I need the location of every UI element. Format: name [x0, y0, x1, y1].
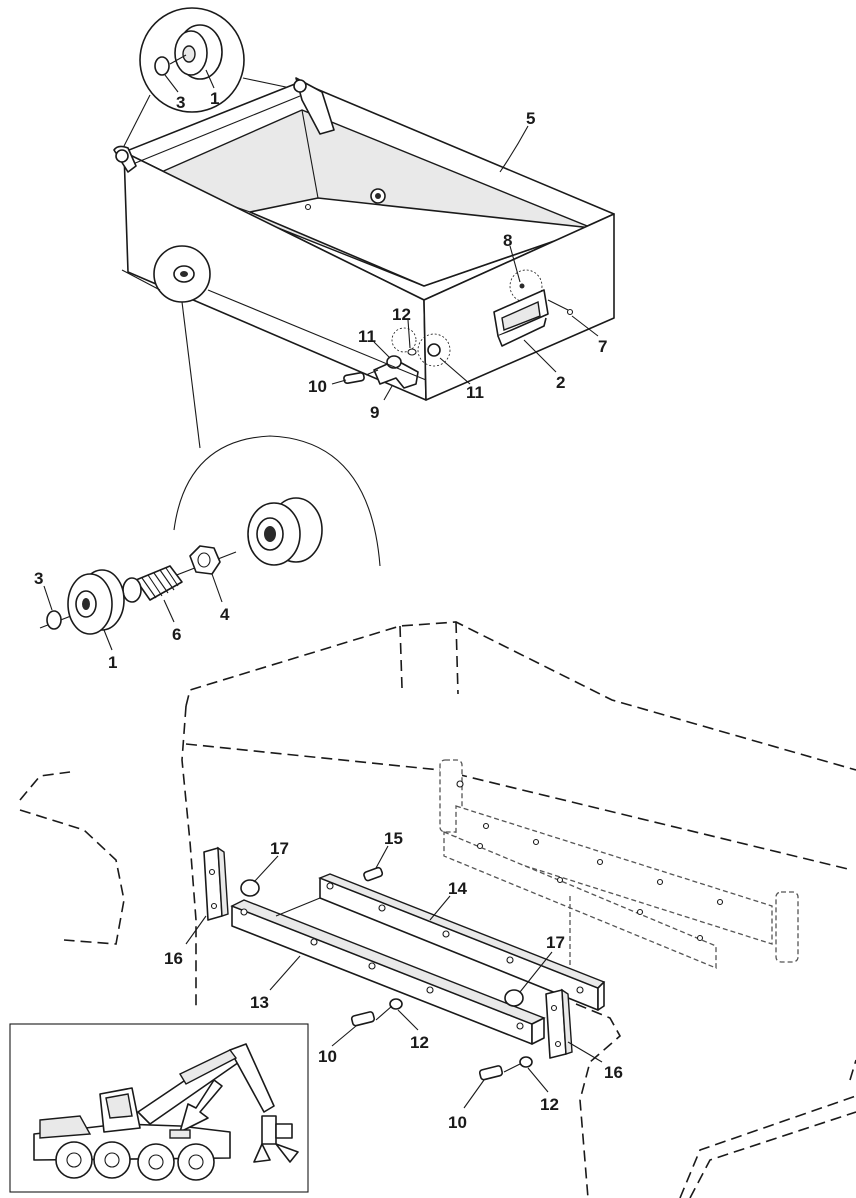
callout-10-box: 10	[308, 377, 327, 396]
callout-17-left: 17	[270, 839, 289, 858]
callout-5: 5	[526, 109, 535, 128]
callout-4: 4	[220, 605, 230, 624]
circlip-icon	[154, 56, 170, 76]
callout-13: 13	[250, 993, 269, 1012]
machine-outline	[19, 621, 856, 1198]
callout-6: 6	[172, 625, 181, 644]
callout-labels: 1 3 5 8 12 11 7 2 10 11 9 3 1 6 4 15 17 …	[34, 89, 623, 1132]
callout-15: 15	[384, 829, 403, 848]
callout-10-left: 10	[318, 1047, 337, 1066]
callout-16-left: 16	[164, 949, 183, 968]
callout-2: 2	[556, 373, 565, 392]
callout-12-box: 12	[392, 305, 411, 324]
roller-assembly	[39, 497, 323, 651]
callout-16-right: 16	[604, 1063, 623, 1082]
thread-lines	[141, 567, 179, 599]
callout-10-right: 10	[448, 1113, 467, 1132]
callout-1-top: 1	[210, 89, 219, 108]
forwarder-machine-icon	[33, 1043, 299, 1181]
callout-11-right: 11	[466, 383, 484, 402]
callout-12-right: 12	[540, 1095, 559, 1114]
callout-17-right: 17	[546, 933, 565, 952]
callout-7: 7	[598, 337, 607, 356]
callout-14: 14	[448, 879, 467, 898]
callout-3-top: 3	[176, 93, 185, 112]
rail-assembly	[185, 845, 606, 1109]
callout-12-left: 12	[410, 1033, 429, 1052]
callout-8: 8	[503, 231, 512, 250]
callout-11-left: 11	[358, 327, 376, 346]
ghost-rails	[439, 759, 799, 1000]
side-detail-circle	[121, 245, 427, 567]
callout-1-roller: 1	[108, 653, 117, 672]
circlip-lower-icon	[46, 610, 62, 630]
latch-assembly	[493, 245, 599, 373]
callout-9: 9	[370, 403, 379, 422]
lock-bracket-assembly	[331, 319, 471, 401]
top-detail-circle	[121, 7, 301, 151]
callout-3-roller: 3	[34, 569, 43, 588]
tool-box	[113, 77, 615, 401]
machine-location-inset	[9, 1023, 309, 1193]
